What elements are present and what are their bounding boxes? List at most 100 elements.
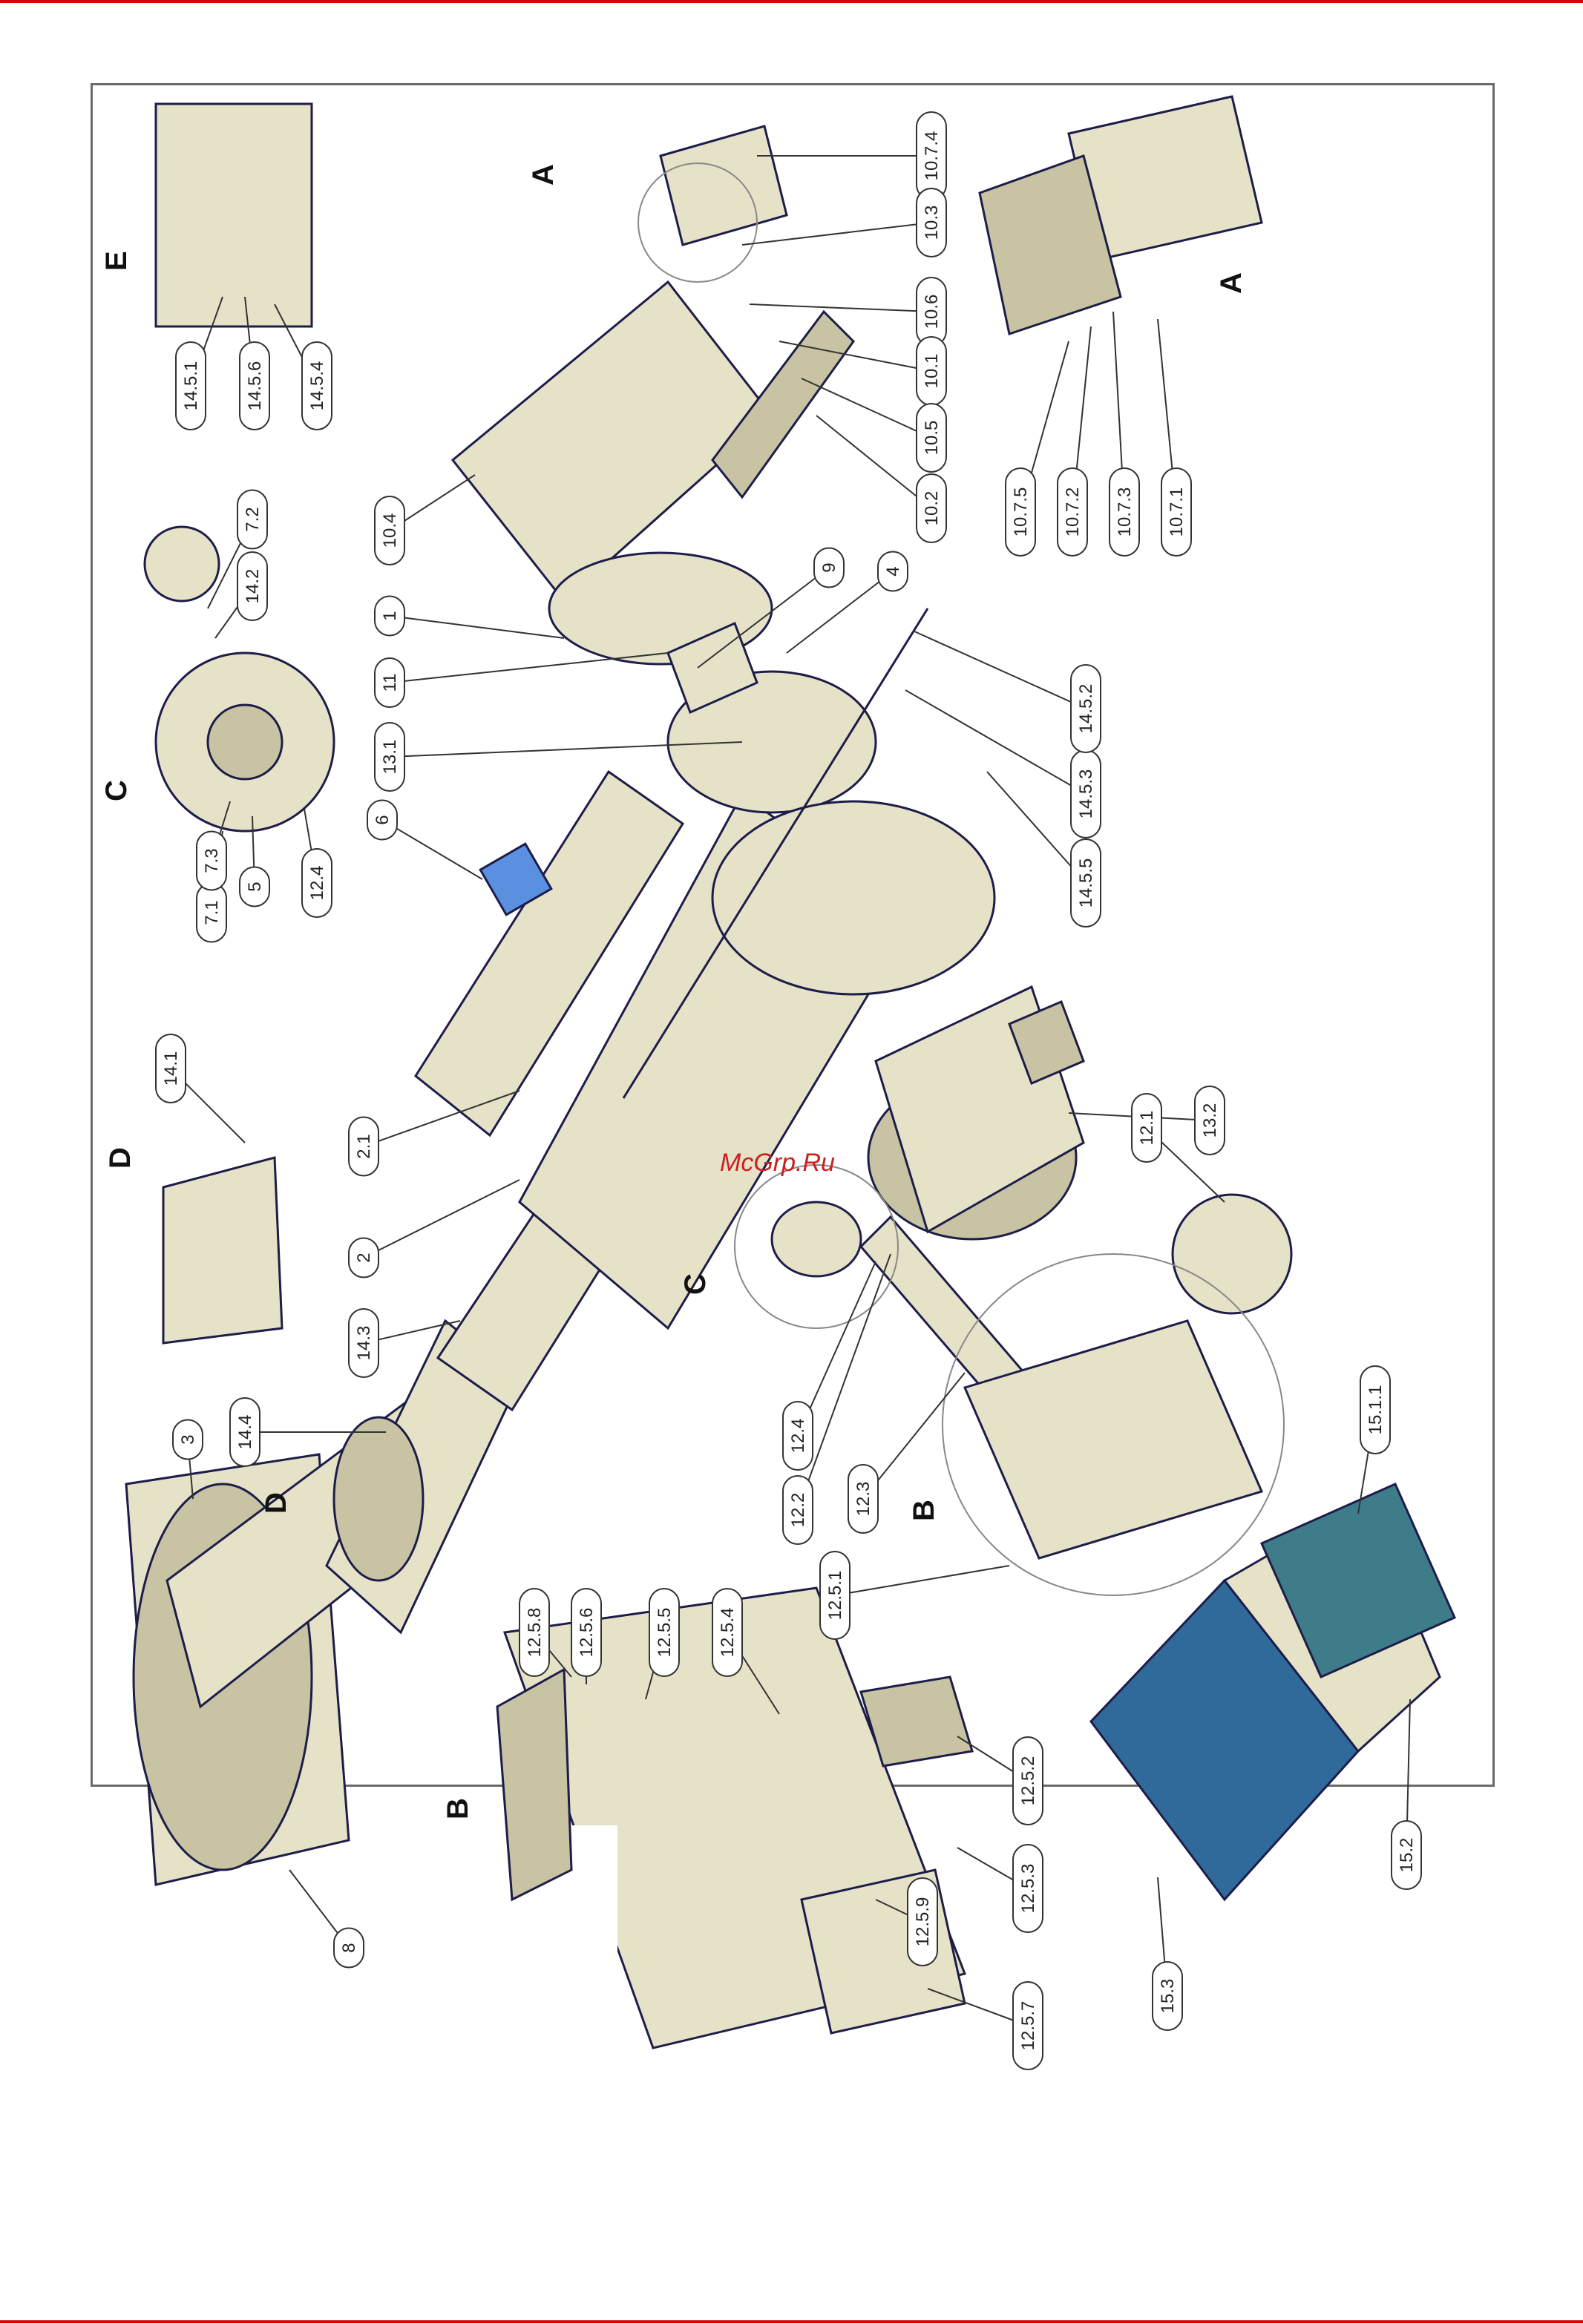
callout-label-6: 6 — [373, 815, 393, 824]
callout-label-10-7-4: 10.7.4 — [922, 131, 942, 181]
callout-label-14-4: 14.4 — [235, 1415, 255, 1450]
detail-c-flange-bore — [206, 703, 284, 781]
callout-bubble — [1070, 838, 1101, 928]
callout-bubble — [239, 341, 270, 430]
detail-letter-a-detail: A — [1215, 272, 1248, 294]
callout-bubble — [196, 830, 227, 891]
top-red-rule — [0, 0, 1583, 3]
callout-label-4: 4 — [883, 566, 903, 576]
callout-bubble — [348, 1308, 379, 1378]
callout-bubble — [237, 489, 268, 550]
gas-valve-block — [963, 1319, 1264, 1560]
callout-bubble — [782, 1475, 813, 1545]
callout-leader — [389, 652, 669, 683]
callout-bubble — [712, 1588, 743, 1677]
callout-label-14-5-1: 14.5.1 — [181, 361, 201, 411]
callout-label-10-7-1: 10.7.1 — [1167, 488, 1187, 537]
callout-bubble — [519, 1588, 550, 1677]
callout-bubble — [367, 799, 398, 841]
callout-bubble — [819, 1551, 851, 1640]
callout-bubble — [301, 848, 332, 918]
callout-label-12-2: 12.2 — [788, 1493, 808, 1528]
cover-2-1 — [414, 769, 685, 1138]
callout-bubble — [1012, 1981, 1043, 2070]
callout-label-10-7-2: 10.7.2 — [1063, 488, 1083, 537]
callout-bubble — [916, 473, 947, 543]
detail-letter-b-main: B — [908, 1500, 940, 1521]
callout-leader — [801, 378, 932, 439]
detail-letter-c-main: C — [679, 1273, 712, 1295]
callout-bubble — [1005, 467, 1036, 557]
callout-leader — [741, 222, 932, 246]
callout-leader — [912, 630, 1087, 709]
callout-leader — [834, 1565, 1010, 1596]
callout-leader — [749, 303, 932, 312]
detail-e-body — [154, 102, 313, 328]
callout-bubble — [907, 1877, 938, 1966]
callout-leader — [363, 1320, 461, 1344]
callout-bubble — [374, 496, 405, 565]
callout-leader — [697, 567, 830, 669]
callout-bubble — [649, 1588, 680, 1677]
callout-bubble — [237, 551, 268, 621]
sight-glass-6 — [479, 842, 553, 916]
callout-bubble — [374, 657, 405, 708]
callout-bubble — [1194, 1086, 1225, 1155]
callout-bubble — [782, 1401, 813, 1471]
gas-pipe-12-1 — [859, 1215, 1026, 1405]
callout-bubble — [1391, 1820, 1422, 1890]
callout-label-12-5-7: 12.5.7 — [1018, 2001, 1038, 2051]
callout-leader — [389, 741, 743, 758]
detail-d-electrodes — [162, 1156, 284, 1345]
detail-b-blank-label — [568, 1825, 617, 1985]
callout-label-12-3: 12.3 — [853, 1482, 874, 1517]
callout-label-15-3: 15.3 — [1158, 1979, 1178, 2014]
detail-letter-b-detail: B — [442, 1798, 474, 1819]
callout-label-10-4: 10.4 — [380, 513, 400, 548]
callout-label-7-2: 7.2 — [243, 507, 263, 531]
callout-bubble — [374, 722, 405, 792]
callout-label-14-3: 14.3 — [354, 1326, 374, 1361]
callout-label-12-5-2: 12.5.2 — [1018, 1756, 1038, 1806]
callout-leader — [797, 1261, 876, 1437]
blast-tube-assembly — [125, 1178, 625, 1886]
motor-terminal-box — [1008, 1000, 1085, 1085]
air-box-10-4 — [450, 280, 774, 603]
callout-label-7-1: 7.1 — [202, 900, 222, 925]
callout-label-2: 2 — [354, 1253, 374, 1262]
callout-bubble — [155, 1034, 186, 1103]
callout-label-12-5-8: 12.5.8 — [525, 1608, 545, 1658]
callout-label-12-5-6: 12.5.6 — [577, 1608, 597, 1658]
air-damper-assembly — [450, 95, 1263, 715]
callout-leader — [816, 415, 932, 509]
callout-label-10-5: 10.5 — [922, 421, 942, 456]
control-panel-assembly — [1089, 1483, 1456, 1902]
callout-leader — [927, 1988, 1029, 2026]
callout-label-14-1: 14.1 — [161, 1051, 181, 1086]
detail-letter-d-main: D — [260, 1492, 292, 1514]
callout-bubble — [1360, 1365, 1391, 1454]
callout-bubble — [571, 1588, 602, 1677]
callout-label-12-5-4: 12.5.4 — [718, 1608, 738, 1658]
main-housing — [414, 608, 1085, 1330]
callout-leader — [389, 615, 565, 639]
callout-bubble — [374, 595, 405, 637]
callout-label-13-2: 13.2 — [1200, 1103, 1220, 1138]
callout-leader — [986, 771, 1087, 884]
flange-c-12-4 — [770, 1201, 862, 1278]
callout-leader — [363, 1090, 520, 1147]
callout-label-12-5-1: 12.5.1 — [825, 1571, 845, 1621]
callout-label-10-1: 10.1 — [922, 354, 942, 389]
detail-b-regulator — [800, 1868, 966, 2035]
callout-label-14-5-2: 14.5.2 — [1076, 684, 1096, 734]
callout-label-7-3: 7.3 — [202, 848, 222, 873]
detail-b-pipe-12-5-2 — [859, 1675, 974, 1767]
lance-14-5 — [622, 608, 929, 1099]
callout-label-13-1: 13.1 — [380, 740, 400, 775]
callout-label-15-1-1: 15.1.1 — [1366, 1385, 1386, 1435]
diffuser-d — [332, 1416, 425, 1582]
callout-label-10-2: 10.2 — [922, 491, 942, 526]
callout-label-10-7-3: 10.7.3 — [1115, 488, 1135, 537]
callout-label-10-7-5: 10.7.5 — [1011, 488, 1031, 537]
